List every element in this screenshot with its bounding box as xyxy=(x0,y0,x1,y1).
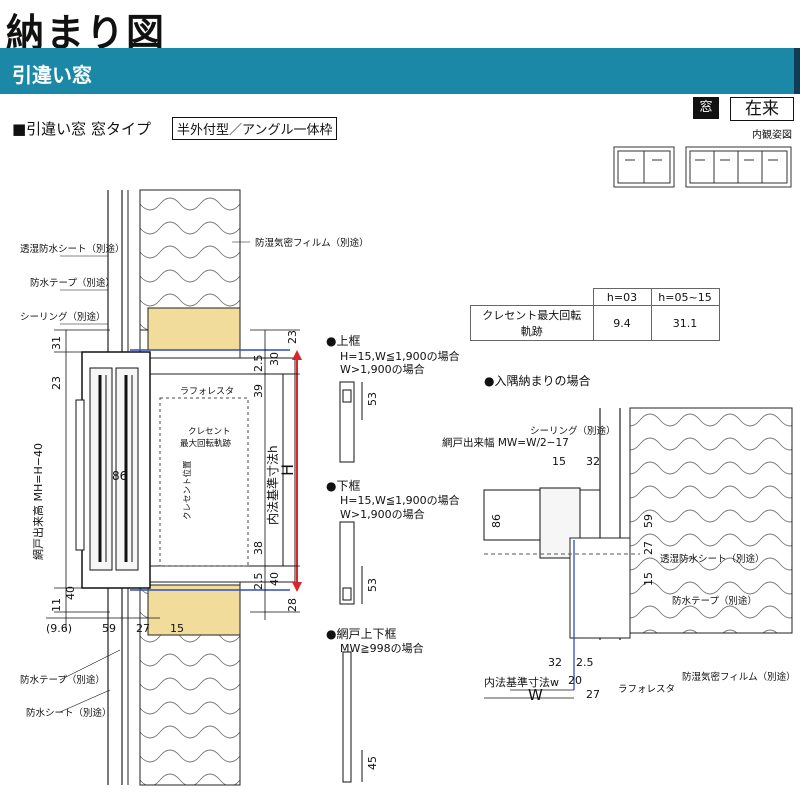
table-cell: 31.1 xyxy=(650,305,720,341)
dim-23-right: 23 xyxy=(286,330,299,344)
frame-type: 半外付型／アングル一体枠 xyxy=(172,117,338,140)
dim-11: 11 xyxy=(50,598,63,612)
top-frame-dim: 53 xyxy=(366,392,379,406)
top-frame-line2: W>1,900の場合 xyxy=(340,362,425,376)
dim-27: 27 xyxy=(136,622,150,635)
corner-laforesta: ラフォレスタ xyxy=(618,684,675,695)
profile-sections xyxy=(339,381,363,783)
label-waterproof-tape-bottom: 防水テープ（別途） xyxy=(20,674,105,686)
page-title: 納まり図 xyxy=(6,11,167,55)
corner-title: ●入隅納まりの場合 xyxy=(484,373,590,388)
corner-dim-15b: 15 xyxy=(642,572,655,586)
band-accent xyxy=(794,48,800,94)
section-title: 引違い窓 xyxy=(12,63,92,87)
table-cell: 9.4 xyxy=(592,305,652,341)
corner-W: W xyxy=(528,686,543,704)
label-sealing: シーリング（別途） xyxy=(20,311,106,323)
corner-inner-w: 内法基準寸法w xyxy=(484,675,559,689)
corner-dim-59: 59 xyxy=(642,514,655,528)
screen-frame-line1: MW≧998の場合 xyxy=(340,641,424,655)
label-laforesta: ラフォレスタ xyxy=(180,386,234,397)
spec-label: ■引違い窓 窓タイプ xyxy=(12,120,151,138)
label-waterproof-sheet-bottom: 防水シート（別途） xyxy=(26,707,112,719)
type-badge: 在来 xyxy=(730,97,794,121)
dim-2-5-bottom: 2.5 xyxy=(252,573,265,591)
corner-dim-86: 86 xyxy=(490,514,503,528)
section-band: 引違い窓 xyxy=(0,48,800,94)
label-crescent-track2: 最大回転軌跡 xyxy=(180,438,232,449)
bottom-frame-line2: W>1,900の場合 xyxy=(340,507,425,521)
corner-dim-32: 32 xyxy=(586,455,600,468)
window-badge: 窓 xyxy=(693,97,719,119)
dim-86: 86 xyxy=(112,469,127,483)
screen-frame-title: ●網戸上下框 xyxy=(326,627,396,641)
dim-28: 28 xyxy=(286,598,299,612)
label-waterproof-tape: 防水テープ（別途） xyxy=(30,277,115,289)
dim-40: 40 xyxy=(64,586,77,600)
dim-9-6: (9.6) xyxy=(46,622,72,635)
dim-38: 38 xyxy=(252,541,265,555)
window-elevation-4pane-icon xyxy=(685,146,792,188)
corner-waterproof-tape: 防水テープ（別途） xyxy=(672,595,757,607)
corner-moisture-sheet: 透湿防水シート（別途） xyxy=(660,553,765,565)
label-inner-h: 内法基準寸法h xyxy=(265,445,280,525)
label-screen-height: 網戸出来高 MH=H−40 xyxy=(31,443,45,560)
crescent-table: h=03 h=05~15 クレセント最大回転軌跡 9.4 31.1 xyxy=(470,288,720,341)
window-elevation-icon xyxy=(613,146,675,188)
dim-59: 59 xyxy=(102,622,116,635)
bottom-frame-line1: H=15,W≦1,900の場合 xyxy=(340,493,460,507)
bottom-frame-dim: 53 xyxy=(366,578,379,592)
dim-15: 15 xyxy=(170,622,184,635)
label-moisture-sheet: 透湿防水シート（別途） xyxy=(20,243,125,255)
corner-screen-width: 網戸出来幅 MW=W/2−17 xyxy=(442,436,569,449)
dim-30: 30 xyxy=(268,352,281,366)
corner-detail xyxy=(483,407,793,699)
label-crescent-track: クレセント xyxy=(188,427,231,437)
dim-31: 31 xyxy=(50,336,63,350)
dim-23: 23 xyxy=(50,376,63,390)
dim-40-right: 40 xyxy=(268,572,281,586)
corner-dim-27: 27 xyxy=(642,541,655,555)
screen-frame-dim: 45 xyxy=(366,756,379,770)
corner-dim-20: 20 xyxy=(568,674,582,687)
corner-dim-15: 15 xyxy=(552,455,566,468)
label-crescent-position: クレセント位置 xyxy=(182,460,193,520)
corner-sealing: シーリング（別途） xyxy=(530,425,616,437)
corner-vapor-film: 防湿気密フィルム（別途） xyxy=(682,671,796,683)
dim-39: 39 xyxy=(252,384,265,398)
wall-section xyxy=(46,189,302,786)
label-H: H xyxy=(278,464,297,476)
dim-2-5: 2.5 xyxy=(252,355,265,373)
label-vapor-film: 防湿気密フィルム（別途） xyxy=(255,237,369,249)
top-frame-line1: H=15,W≦1,900の場合 xyxy=(340,349,460,363)
view-label: 内観姿図 xyxy=(752,130,792,141)
bottom-frame-title: ●下框 xyxy=(326,479,360,493)
top-frame-title: ●上框 xyxy=(326,334,360,348)
corner-dim-27b: 27 xyxy=(586,688,600,701)
corner-dim-32b: 32 xyxy=(548,656,562,669)
corner-dim-2-5: 2.5 xyxy=(576,656,594,669)
